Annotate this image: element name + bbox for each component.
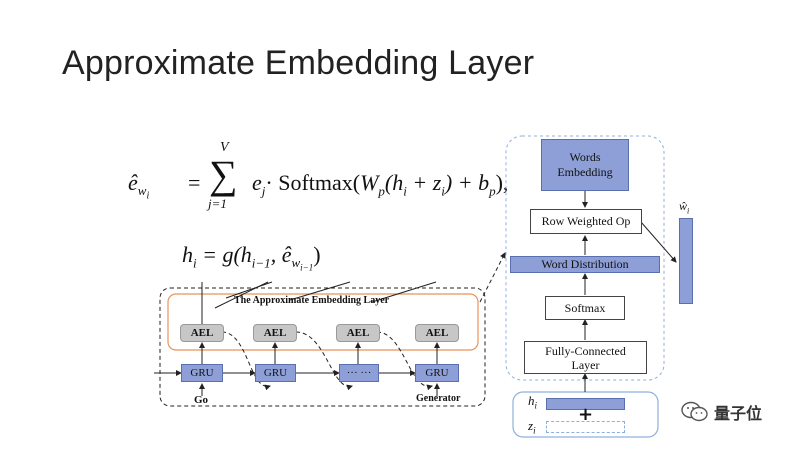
z-vector-bar	[546, 421, 625, 433]
generator-label: Generator	[416, 393, 461, 404]
ael-box: AEL	[415, 324, 459, 342]
eq2-lhs-sub: i	[193, 255, 197, 271]
eq2-lhs: h	[182, 242, 193, 267]
h-label-text: h	[528, 393, 535, 408]
eq1-lhs: ê	[128, 170, 138, 195]
eq1-args: (h	[384, 170, 404, 195]
h-label: hi	[528, 393, 537, 411]
ael-box: AEL	[180, 324, 224, 342]
z-label: zi	[528, 418, 536, 436]
eq1-sum-symbol: ∑	[209, 152, 238, 197]
output-label: ŵi	[679, 199, 689, 215]
output-vector-bar	[679, 218, 693, 304]
eq1-softmax: · Softmax(	[265, 170, 361, 195]
eq1-z-sub: i	[441, 183, 445, 199]
eq1-equals: =	[188, 170, 201, 195]
gru-box: ··· ···	[339, 364, 379, 382]
watermark: 量子位	[680, 400, 762, 424]
eq1-term-sub: j	[261, 183, 266, 199]
output-label-sub: i	[687, 206, 690, 216]
row-weighted-op-box: Row Weighted Op	[530, 209, 642, 234]
eq2-end: )	[313, 242, 321, 267]
eq1-lhs-sub: w	[137, 183, 147, 199]
eq2-w-sub: w	[291, 255, 301, 271]
ael-box: AEL	[253, 324, 297, 342]
eq1-sum-upper: V	[220, 140, 229, 155]
gru-box: GRU	[255, 364, 296, 382]
go-label: Go	[194, 394, 209, 406]
gru-box: GRU	[181, 364, 223, 382]
words-embedding-box: Words Embedding	[541, 139, 629, 191]
slide-title: Approximate Embedding Layer	[62, 44, 535, 82]
output-label-text: ŵ	[679, 199, 688, 213]
eq1-lhs-subsub: i	[146, 190, 150, 202]
eq1-sum-lower: j=1	[208, 196, 227, 211]
eq2-rhs: = g(h	[196, 242, 252, 267]
word-distribution-box: Word Distribution	[510, 256, 660, 273]
plus-sign: +	[578, 404, 594, 425]
watermark-text: 量子位	[714, 404, 763, 423]
eq2-comma: , ê	[270, 242, 292, 267]
eq1-close: ) + b	[444, 170, 490, 195]
gru-box: GRU	[415, 364, 459, 382]
eq1-wp: W	[360, 170, 379, 195]
equation-h: hi = g(hi−1, êwi−1)	[182, 242, 321, 273]
h-vector-bar	[546, 398, 625, 410]
eq1-term: e	[252, 170, 262, 195]
ael-box: AEL	[336, 324, 380, 342]
softmax-box: Softmax	[545, 296, 625, 320]
z-label-text: z	[528, 418, 534, 433]
ael-layer-frame	[167, 293, 479, 351]
ael-layer-label: The Approximate Embedding Layer	[234, 295, 390, 306]
eq2-w-subsub: i−1	[300, 262, 314, 273]
eq1-end: ),	[495, 170, 509, 195]
fully-connected-box: Fully-Connected Layer	[524, 341, 647, 374]
z-label-sub: i	[533, 425, 536, 436]
eq1-args-sub: i	[403, 183, 407, 199]
wechat-icon	[681, 401, 708, 422]
eq1-plus-z: + z	[406, 170, 442, 195]
eq2-rhs-sub: i−1	[251, 255, 271, 271]
h-label-sub: i	[534, 400, 538, 411]
eq1-wp-sub: p	[378, 183, 385, 199]
eq1-b-sub: p	[489, 183, 496, 199]
